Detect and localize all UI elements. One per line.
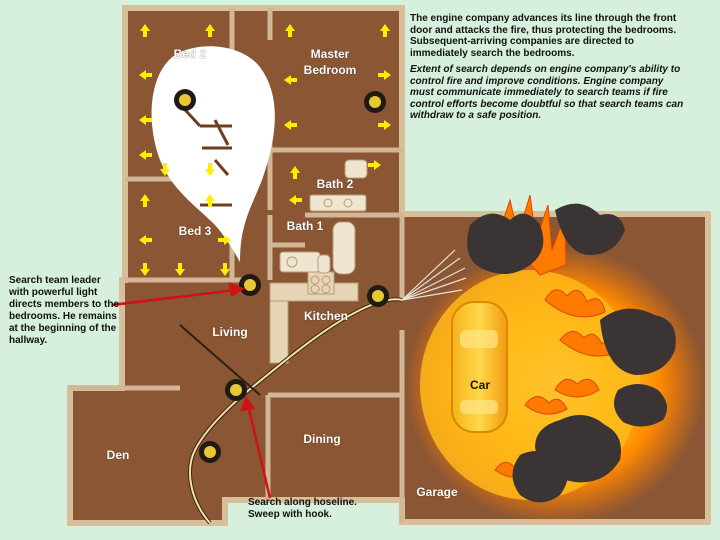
explanation-paragraph-1: The engine company advances its line thr… [410,13,690,59]
car [452,302,507,432]
callout-search-along-hoseline: Search along hoseline. Sweep with hook. [248,497,388,521]
room-label-den: Den [88,448,148,462]
room-label-dining: Dining [292,432,352,446]
firefighter [364,91,386,113]
firefighter [225,379,247,401]
firefighter [367,285,389,307]
room-label-master-bedroom: Master Bedroom [290,46,370,78]
car-label: Car [460,378,500,392]
firefighter [239,274,261,296]
firefighter [174,89,196,111]
room-label-bath-2: Bath 2 [305,177,365,191]
room-label-bath-1: Bath 1 [275,219,335,233]
explanation-panel: The engine company advances its line thr… [410,13,690,127]
firefighter [199,441,221,463]
explanation-paragraph-2: Extent of search depends on engine compa… [410,64,690,122]
room-label-living: Living [200,325,260,339]
room-label-bed-2: Bed 2 [160,47,220,61]
room-label-garage: Garage [405,485,469,499]
room-label-kitchen: Kitchen [295,309,357,323]
room-label-bed-3: Bed 3 [165,224,225,238]
callout-search-team-leader: Search team leader with powerful light d… [9,275,121,347]
